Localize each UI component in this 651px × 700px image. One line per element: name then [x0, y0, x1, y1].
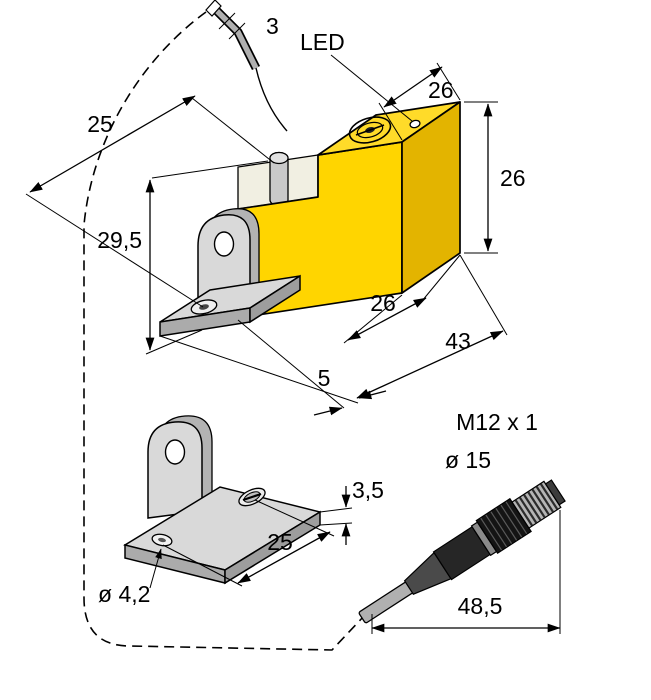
- label-bracket-hole-spacing: 25: [267, 529, 293, 555]
- bracket-tab-hole: [213, 231, 235, 257]
- detail-tab: [147, 421, 203, 519]
- sensor-body: [237, 101, 461, 319]
- dim-connector-length: [371, 510, 561, 634]
- connector-cable: [358, 581, 415, 624]
- label-cable-diameter: 3: [266, 13, 279, 39]
- label-plate-thickness: 3,5: [352, 477, 384, 503]
- bracket-base-right: [249, 274, 301, 324]
- cable-entry-line: [255, 67, 288, 132]
- mounting-bracket: [159, 208, 301, 337]
- detail-front-hole-inner: [158, 537, 166, 543]
- label-led: LED: [300, 29, 345, 55]
- label-body-depth: 26: [370, 290, 396, 316]
- led-indicator: [409, 119, 421, 129]
- sensing-face: [348, 116, 392, 144]
- cable-cut-face: [205, 0, 222, 17]
- label-connector-thread: M12 x 1: [456, 409, 538, 435]
- label-overall-length: 43: [445, 328, 471, 354]
- label-top-width: 26: [428, 77, 454, 103]
- cable-route-dashed: [83, 11, 365, 651]
- dim-top-width: [378, 62, 461, 141]
- bracket-post-top: [269, 151, 289, 165]
- dim-overall-height: [145, 160, 269, 355]
- label-hole-diameter: ø 4,2: [98, 581, 150, 607]
- label-connector-length: 48,5: [458, 593, 503, 619]
- dim-plate-thickness: [319, 486, 353, 545]
- led-leader-line: [330, 54, 413, 122]
- dim-front-offset: [237, 319, 387, 416]
- label-mount-spacing: 25: [87, 111, 113, 137]
- connector-tip: [544, 479, 566, 506]
- connector-m12: [358, 479, 566, 624]
- detail-tab-hole: [164, 439, 186, 465]
- label-connector-diameter: ø 15: [445, 447, 491, 473]
- cable: [205, 0, 288, 132]
- hole-diameter-leader: [149, 548, 162, 589]
- bracket-detail: [123, 415, 322, 585]
- detail-screw-slot: [242, 492, 262, 502]
- dim-bracket-hole-spacing: [162, 499, 335, 587]
- dim-body-height: [464, 101, 498, 254]
- label-body-height: 26: [500, 165, 526, 191]
- dim-mount-spacing: [25, 95, 275, 308]
- label-front-offset: 5: [318, 365, 331, 391]
- label-overall-height: 29,5: [97, 227, 142, 253]
- body-right-face: [401, 101, 461, 294]
